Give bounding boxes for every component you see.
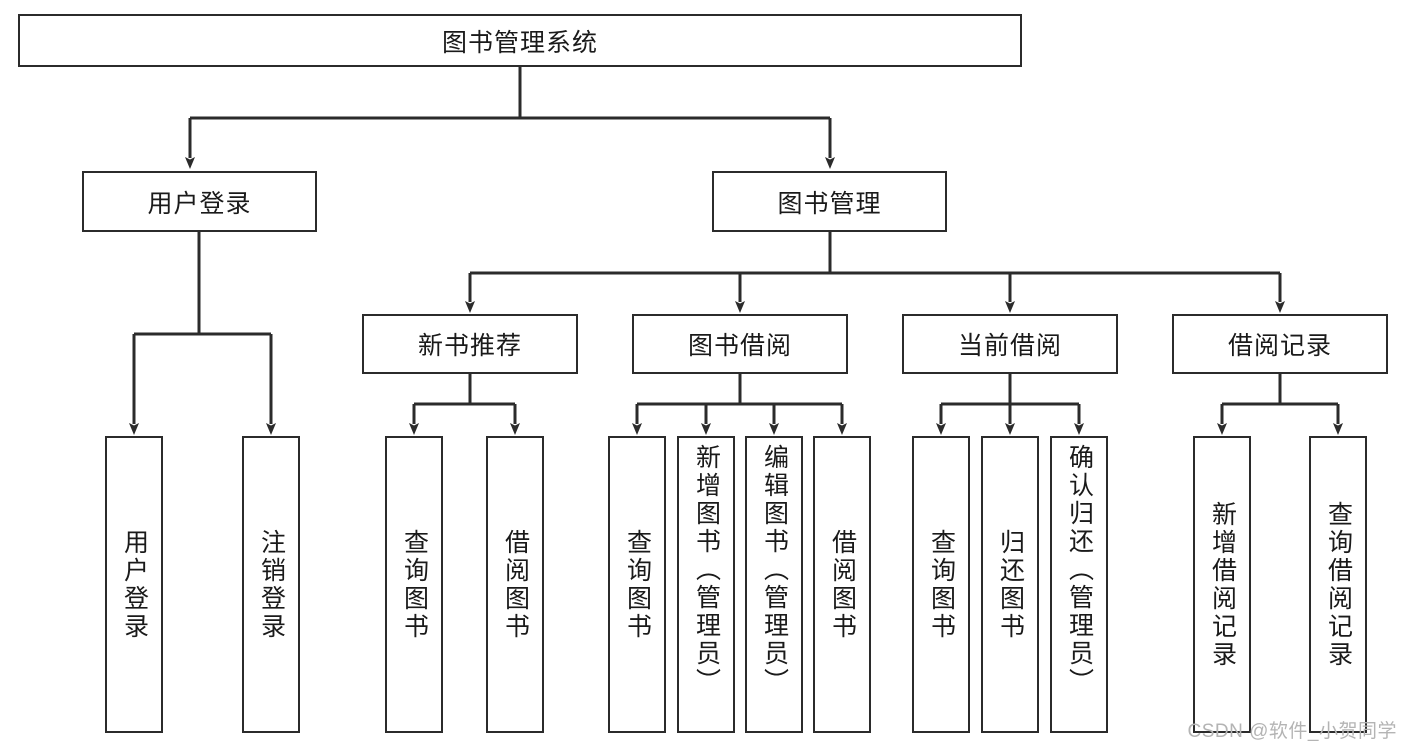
node-label: 图书管理	[777, 189, 882, 218]
node-label: 用户登录	[147, 189, 252, 218]
leaf-borrow-record-query-record[interactable]: 查询借阅记录	[1309, 436, 1367, 733]
node-label: 新书推荐	[417, 332, 522, 360]
node-borrow-record[interactable]: 借阅记录	[1172, 314, 1388, 374]
node-label: 图书管理系统	[441, 28, 598, 57]
node-label: 图书借阅	[687, 332, 792, 360]
leaf-book-borrow-query-books[interactable]: 查询图书	[608, 436, 666, 733]
node-label: 查询图书	[400, 528, 429, 641]
node-book-borrow[interactable]: 图书借阅	[632, 314, 848, 374]
leaf-new-book-borrow-books[interactable]: 借阅图书	[486, 436, 544, 733]
node-label: 新增图书（管理员）	[692, 444, 721, 696]
node-label: 借阅图书	[828, 528, 857, 641]
node-label: 确认归还（管理员）	[1065, 444, 1094, 696]
node-label: 借阅记录	[1227, 332, 1332, 360]
leaf-borrow-record-add-record[interactable]: 新增借阅记录	[1193, 436, 1251, 733]
leaf-book-borrow-borrow-books[interactable]: 借阅图书	[813, 436, 871, 733]
node-label: 用户登录	[120, 528, 149, 641]
node-label: 新增借阅记录	[1208, 500, 1237, 669]
leaf-current-borrow-confirm-return-admin[interactable]: 确认归还（管理员）	[1050, 436, 1108, 733]
leaf-current-borrow-return-books[interactable]: 归还图书	[981, 436, 1039, 733]
node-user-login[interactable]: 用户登录	[82, 171, 317, 232]
leaf-book-borrow-edit-book-admin[interactable]: 编辑图书（管理员）	[745, 436, 803, 733]
node-current-borrow[interactable]: 当前借阅	[902, 314, 1118, 374]
node-new-book-recommend[interactable]: 新书推荐	[362, 314, 578, 374]
leaf-current-borrow-query-books[interactable]: 查询图书	[912, 436, 970, 733]
node-label: 归还图书	[996, 528, 1025, 641]
node-root-book-management-system[interactable]: 图书管理系统	[18, 14, 1022, 67]
leaf-user-login-login[interactable]: 用户登录	[105, 436, 163, 733]
node-label: 当前借阅	[957, 332, 1062, 360]
node-label: 借阅图书	[501, 528, 530, 641]
leaf-book-borrow-add-book-admin[interactable]: 新增图书（管理员）	[677, 436, 735, 733]
node-label: 查询借阅记录	[1324, 500, 1353, 669]
node-label: 编辑图书（管理员）	[760, 444, 789, 696]
node-label: 注销登录	[257, 528, 286, 641]
node-label: 查询图书	[927, 528, 956, 641]
leaf-new-book-query-books[interactable]: 查询图书	[385, 436, 443, 733]
watermark: CSDN @软件_小贺同学	[1187, 721, 1397, 742]
leaf-user-login-logout[interactable]: 注销登录	[242, 436, 300, 733]
node-book-management[interactable]: 图书管理	[712, 171, 947, 232]
node-label: 查询图书	[623, 528, 652, 641]
